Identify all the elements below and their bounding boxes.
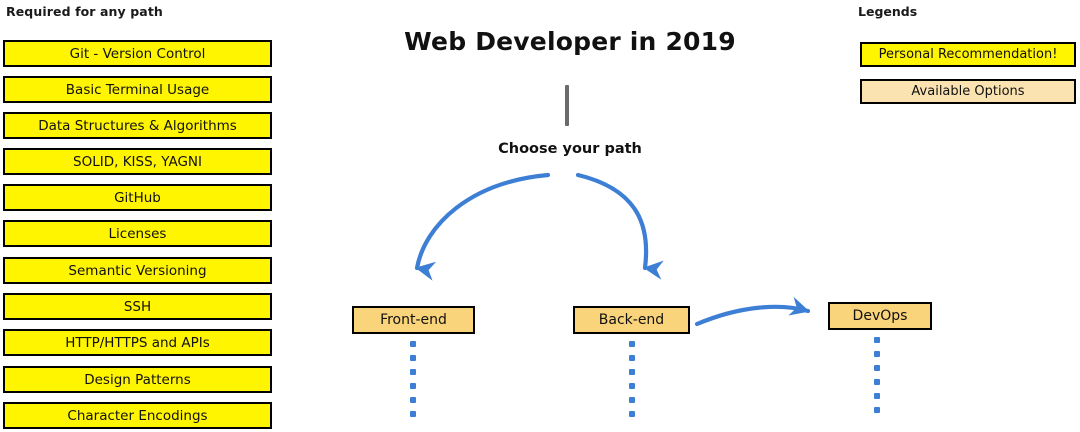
dotted-continuation-frontend	[410, 341, 416, 425]
required-item-git[interactable]: Git - Version Control	[3, 40, 272, 67]
required-column-header: Required for any path	[6, 4, 163, 19]
required-item-solid-kiss-yagni[interactable]: SOLID, KISS, YAGNI	[3, 148, 272, 175]
page-title: Web Developer in 2019	[404, 27, 736, 56]
legend-available-options: Available Options	[860, 79, 1076, 104]
required-item-github[interactable]: GitHub	[3, 184, 272, 211]
path-box-backend[interactable]: Back-end	[573, 306, 690, 334]
legends-header: Legends	[858, 4, 918, 19]
path-box-frontend[interactable]: Front-end	[352, 306, 475, 334]
path-box-devops[interactable]: DevOps	[828, 302, 932, 330]
required-item-semantic-versioning[interactable]: Semantic Versioning	[3, 257, 272, 284]
root-stem-line	[565, 85, 569, 126]
required-item-ssh[interactable]: SSH	[3, 293, 272, 320]
required-item-http-https-apis[interactable]: HTTP/HTTPS and APIs	[3, 329, 272, 356]
legend-personal-recommendation: Personal Recommendation!	[860, 42, 1076, 67]
required-item-character-encodings[interactable]: Character Encodings	[3, 402, 272, 429]
arrow-to-backend	[575, 172, 664, 280]
dotted-continuation-devops	[874, 337, 880, 421]
dotted-continuation-backend	[629, 341, 635, 425]
required-item-licenses[interactable]: Licenses	[3, 220, 272, 247]
arrow-to-frontend	[414, 172, 551, 281]
choose-your-path-label: Choose your path	[498, 141, 642, 157]
required-item-design-patterns[interactable]: Design Patterns	[3, 366, 272, 393]
required-item-basic-terminal-usage[interactable]: Basic Terminal Usage	[3, 76, 272, 103]
required-item-data-structures-algorithms[interactable]: Data Structures & Algorithms	[3, 112, 272, 139]
arrow-backend-to-devops	[694, 296, 811, 327]
